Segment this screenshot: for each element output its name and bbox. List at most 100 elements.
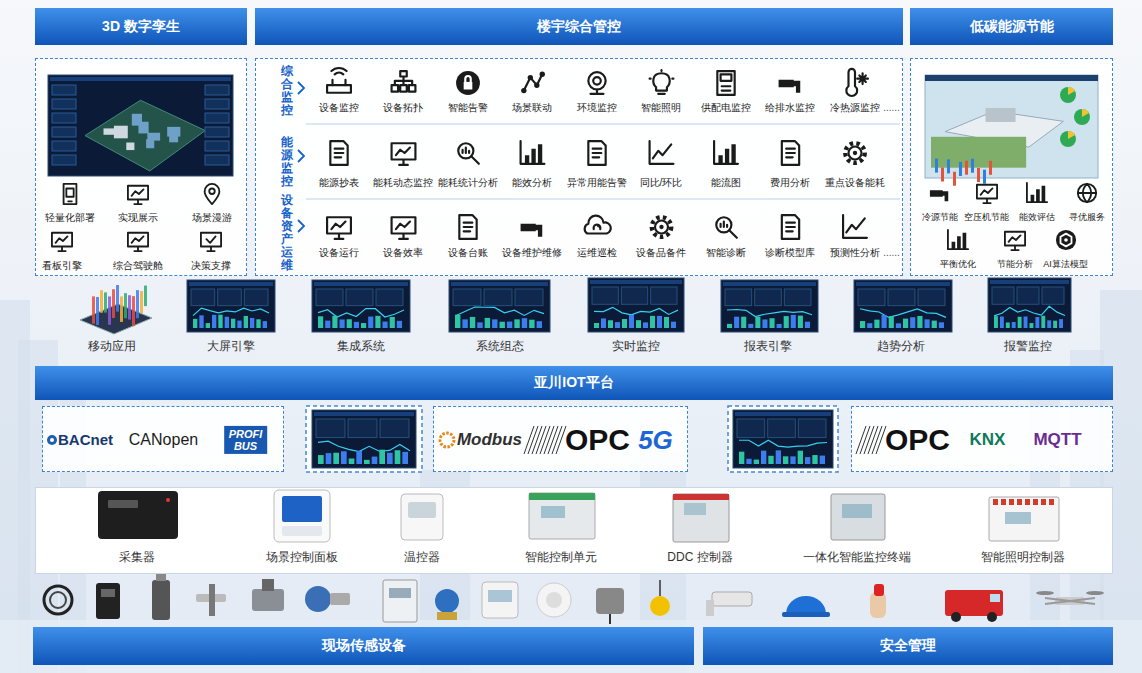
feature-icon — [652, 217, 672, 237]
item-label: OPC — [565, 422, 630, 458]
item-label: 运维巡检 — [577, 247, 617, 259]
item-label: 场景控制面板 — [266, 550, 338, 564]
sensor-pictures — [44, 573, 1104, 624]
item-label: DDC 控制器 — [667, 550, 732, 564]
item-label: 决策支撑 — [191, 260, 231, 271]
panel-grounds — [35, 58, 1113, 574]
feature-icon — [782, 215, 799, 239]
feature-icon — [521, 72, 545, 94]
feature-panel: 轻量化部署实现展示场景漫游看板引擎综合驾驶舱决策支撑 — [35, 58, 247, 276]
section-header: 楼宇综合管控 — [255, 8, 903, 45]
item-label: 轻量化部署 — [45, 212, 95, 223]
item-label: 设备拓扑 — [383, 102, 423, 114]
item-label: OPC — [885, 422, 950, 458]
section-footer: 安全管理 — [703, 627, 1113, 665]
feature-icon — [930, 186, 948, 202]
screenshot — [48, 75, 233, 176]
feature-icon — [714, 141, 738, 164]
row-dividers — [298, 82, 900, 232]
item-label: 看板引擎 — [42, 260, 82, 271]
screen-caption: 大屏引擎 — [207, 339, 255, 353]
item-label: 能耗统计分析 — [438, 177, 498, 189]
feature-icon — [327, 68, 351, 93]
feature-panel: 综合监控设备监控设备拓扑智能告警场景联动环境监控智能照明供配电监控给排水监控冷热… — [255, 58, 903, 276]
feature-icon — [782, 141, 799, 165]
screenshot — [187, 280, 275, 332]
device-box: 采集器场景控制面板温控器智能控制单元DDC 控制器一体化智能监控终端智能照明控制… — [35, 487, 1113, 574]
item-label: 5G — [638, 425, 673, 456]
protocol-logo-marks — [47, 426, 886, 454]
section-title: 现场传感设备 — [322, 637, 406, 655]
section-title: 低碳能源节能 — [970, 18, 1054, 36]
feature-icon — [330, 141, 347, 165]
screenshot — [312, 410, 416, 468]
item-label: 温控器 — [404, 550, 440, 564]
feature-icon — [392, 143, 416, 165]
item-label: 智能照明 — [641, 102, 681, 114]
item-label: ...... — [883, 247, 900, 259]
item-label: 重点设备能耗 — [825, 177, 885, 189]
feature-icon — [843, 215, 867, 238]
item-label: ...... — [883, 102, 900, 114]
screenshot — [733, 410, 833, 468]
section-title: 亚川IOT平台 — [534, 374, 613, 392]
item-label: 同比/环比 — [640, 177, 683, 189]
item-label: 能耗动态监控 — [373, 177, 433, 189]
item-label: 能源抄表 — [319, 177, 359, 189]
screenshot — [312, 280, 410, 332]
section-header: 3D 数字孪生 — [35, 8, 247, 45]
feature-icon — [845, 143, 865, 163]
row-heading: 能源监控 — [281, 135, 293, 188]
feature-icon — [458, 143, 479, 164]
screen-caption: 趋势分析 — [877, 339, 925, 353]
feature-icon — [392, 217, 416, 239]
feature-icon — [521, 141, 545, 164]
screen-caption: 集成系统 — [337, 339, 385, 353]
item-label: 实现展示 — [118, 212, 158, 223]
screenshot — [988, 278, 1071, 332]
item-label: 空压机节能 — [964, 211, 1009, 222]
feature-icon — [779, 74, 801, 92]
item-label: 环境监控 — [577, 102, 617, 114]
screenshot — [925, 75, 1098, 186]
feature-icon — [327, 217, 351, 239]
item-label: 能效评估 — [1019, 211, 1055, 222]
item-label: MQTT — [1033, 429, 1081, 449]
item-label: 设备维护维修 — [502, 247, 562, 259]
feature-icon — [459, 215, 476, 239]
feature-icon — [128, 233, 148, 251]
feature-icon — [585, 216, 611, 234]
item-label: 给排水监控 — [765, 102, 815, 114]
item-label: AI算法模型 — [1043, 258, 1088, 269]
feature-icon — [1027, 183, 1047, 202]
feature-icon — [948, 230, 968, 249]
item-label: 综合驾驶舱 — [113, 260, 163, 271]
item-label: 冷热源监控 — [830, 102, 880, 114]
section-title: 楼宇综合管控 — [537, 18, 621, 36]
protocol-box: OPCKNXMQTT — [851, 406, 1113, 472]
feature-icon — [1056, 230, 1076, 250]
screenshot — [721, 280, 818, 332]
item-label: 预测性分析 — [830, 247, 880, 259]
item-label: 冷源节能 — [922, 211, 958, 222]
item-label: 智能诊断 — [706, 247, 746, 259]
item-label: 智能告警 — [448, 102, 488, 114]
item-label: 设备运行 — [319, 247, 359, 259]
screen-caption: 系统组态 — [476, 339, 524, 353]
item-label: 智能控制单元 — [525, 550, 597, 564]
item-label: 供配电监控 — [701, 102, 751, 114]
item-label: 节能分析 — [997, 258, 1033, 269]
feature-icon — [588, 141, 605, 165]
feature-icon — [1005, 232, 1025, 250]
feature-icon — [52, 233, 72, 251]
feature-icon — [392, 71, 416, 92]
platform-band: 亚川IOT平台 — [35, 366, 1113, 400]
item-label: 异常用能告警 — [567, 177, 627, 189]
section-header: 低碳能源节能 — [910, 8, 1113, 45]
feature-icon — [717, 71, 734, 95]
screen-caption: 报表引擎 — [744, 339, 792, 353]
item-label: 设备监控 — [319, 102, 359, 114]
item-label: 能效分析 — [512, 177, 552, 189]
